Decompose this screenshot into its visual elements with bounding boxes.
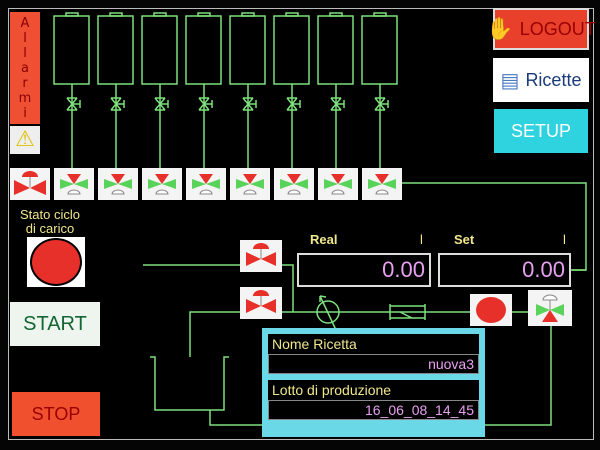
alarm-letter: l bbox=[23, 31, 27, 46]
tank-valve-4[interactable] bbox=[186, 168, 226, 200]
recipe-panel: Nome Ricetta nuova3 Lotto di produzione … bbox=[262, 328, 485, 437]
tank-valve-7[interactable] bbox=[318, 168, 358, 200]
tank-valve-2[interactable] bbox=[98, 168, 138, 200]
tank-3 bbox=[141, 12, 178, 168]
real-unit: l bbox=[420, 232, 423, 247]
set-unit: l bbox=[563, 232, 566, 247]
alarm-letter: m bbox=[18, 91, 32, 106]
alarm-letter: A bbox=[20, 16, 30, 31]
tank-valve-1[interactable] bbox=[54, 168, 94, 200]
pump-icon bbox=[476, 297, 506, 323]
tank-valve-5[interactable] bbox=[230, 168, 270, 200]
tank-valve-8[interactable] bbox=[362, 168, 402, 200]
tank-5 bbox=[229, 12, 266, 168]
set-label: Set bbox=[454, 232, 475, 247]
alarm-letter: r bbox=[22, 76, 28, 91]
recipe-name-value[interactable]: nuova3 bbox=[268, 354, 479, 374]
warning-icon: ⚠ bbox=[10, 126, 40, 154]
tank-6 bbox=[273, 12, 310, 168]
status-indicator bbox=[27, 237, 85, 287]
tank-valve-3[interactable] bbox=[142, 168, 182, 200]
tank-valve-6[interactable] bbox=[274, 168, 314, 200]
tank-2 bbox=[97, 12, 134, 168]
recipe-name-label: Nome Ricetta bbox=[268, 334, 479, 354]
alarm-letter: i bbox=[23, 106, 27, 121]
pump[interactable] bbox=[470, 294, 512, 326]
real-label: Real bbox=[310, 232, 338, 247]
lot-value[interactable]: 16_06_08_14_45 bbox=[268, 400, 479, 420]
logout-button[interactable]: ✋LOGOUT bbox=[486, 8, 596, 50]
recipe-book-icon: ▤ bbox=[500, 69, 520, 92]
inlet-valve-2[interactable] bbox=[240, 287, 282, 319]
tank-8 bbox=[361, 12, 398, 168]
inlet-valve-1[interactable] bbox=[240, 240, 282, 272]
tank-4 bbox=[185, 12, 222, 168]
flowmeter-icon bbox=[316, 300, 340, 324]
stop-button[interactable]: STOP bbox=[12, 392, 100, 436]
alarm-letter: l bbox=[23, 46, 27, 61]
real-value: 0.00 bbox=[297, 253, 431, 287]
setup-button[interactable]: SETUP bbox=[494, 109, 588, 153]
alarm-letter: a bbox=[21, 61, 29, 76]
hand-icon: ✋ bbox=[486, 16, 514, 41]
three-way-valve[interactable] bbox=[528, 290, 572, 326]
tank-1 bbox=[53, 12, 90, 168]
ricette-button[interactable]: ▤Ricette bbox=[493, 58, 589, 102]
lot-label: Lotto di produzione bbox=[268, 380, 479, 400]
start-button[interactable]: START bbox=[10, 302, 100, 346]
tank-7 bbox=[317, 12, 354, 168]
drain-valve[interactable] bbox=[10, 168, 50, 200]
set-value[interactable]: 0.00 bbox=[438, 253, 571, 287]
